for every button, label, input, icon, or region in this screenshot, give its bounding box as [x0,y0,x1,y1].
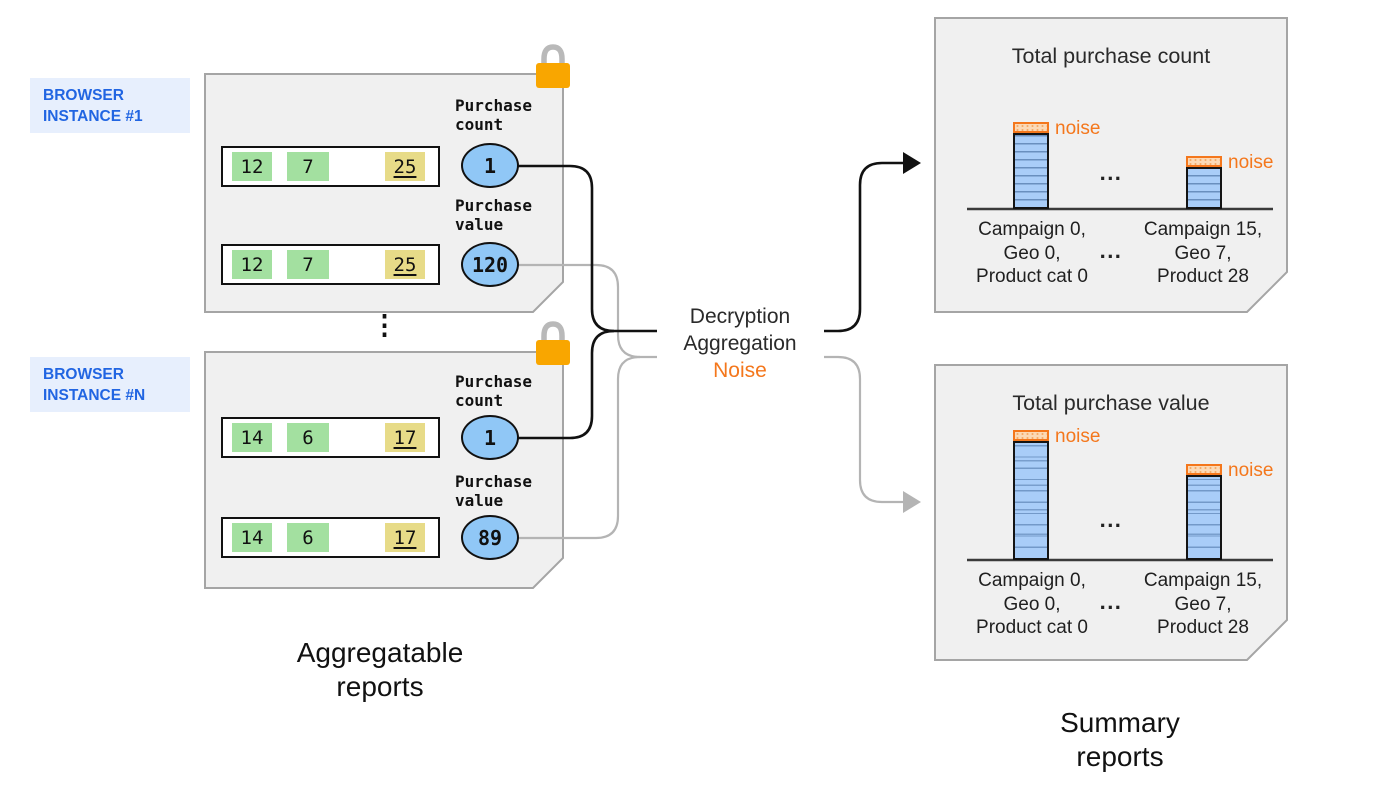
browser-instance-1-label: BROWSER INSTANCE #1 [30,78,190,133]
aggregation-key-row: 14 6 17 [221,517,440,558]
key-cell-highlight: 25 [385,250,425,279]
noise-cap [1013,122,1049,133]
more-bars-ellipsis: ... [1099,507,1123,532]
noise-annotation: noise [1055,118,1101,139]
gray-arrowhead-icon [903,491,921,513]
purchase-count-value: 1 [461,143,519,188]
process-steps: Decryption Aggregation Noise [640,303,840,384]
bar-fill [1013,133,1049,209]
count-chart-bar-1: noise [1013,118,1100,209]
bar-fill [1186,475,1222,560]
bar-fill [1013,441,1049,560]
count-bar1-axis-label: Campaign 0, Geo 0, Product cat 0 [976,219,1088,287]
noise-cap [1186,156,1222,167]
purchase-count-label: Purchase count [455,372,533,410]
purchase-value-value: 120 [461,242,519,287]
key-cell-highlight: 17 [385,523,425,552]
process-step-decryption: Decryption [689,305,791,328]
key-cell: 7 [287,152,329,181]
noise-annotation: noise [1228,152,1274,173]
value-bar2-axis-label: Campaign 15, Geo 7, Product 28 [1143,570,1263,638]
count-chart-title: Total purchase count [1011,44,1211,68]
aggregation-key-row: 12 7 25 [221,146,440,187]
key-cell: 12 [232,250,272,279]
count-connectors [512,161,904,440]
more-bars-ellipsis: ... [1099,160,1123,185]
key-cell-highlight: 25 [385,152,425,181]
key-cell: 6 [287,523,329,552]
key-cell: 7 [287,250,329,279]
browser-instance-n-label: BROWSER INSTANCE #N [30,357,190,412]
purchase-value-label: Purchase value [455,472,533,510]
summary-reports-caption: Summary reports [1060,707,1180,772]
value-chart-bar-1: noise [1013,426,1100,560]
more-instances-ellipsis: ⋮ [371,310,398,340]
purchase-count-label: Purchase count [455,96,533,134]
value-chart-title: Total purchase value [1012,391,1210,415]
key-cell-highlight: 17 [385,423,425,452]
black-arrowhead-icon [903,152,921,174]
key-cell: 6 [287,423,329,452]
aggregation-key-row: 14 6 17 [221,417,440,458]
value-chart-bar-2: noise [1186,460,1273,560]
noise-annotation: noise [1055,426,1101,447]
process-step-aggregation: Aggregation [683,332,797,355]
value-connectors [512,263,904,540]
bar-fill [1186,167,1222,209]
process-step-noise: Noise [713,359,767,382]
purchase-value-label: Purchase value [455,196,533,234]
value-bar1-axis-label: Campaign 0, Geo 0, Product cat 0 [976,570,1088,638]
noise-cap [1013,430,1049,441]
more-labels-ellipsis: ... [1099,238,1123,263]
purchase-value-value: 89 [461,515,519,560]
key-cell: 14 [232,423,272,452]
summary-report-panel-count [934,17,1288,313]
lock-icon [536,321,570,365]
more-labels-ellipsis: ... [1099,589,1123,614]
lock-icon [536,44,570,88]
count-chart-bar-2: noise [1186,152,1273,209]
aggregatable-reports-caption: Aggregatable reports [296,637,464,702]
key-cell: 12 [232,152,272,181]
count-bar2-axis-label: Campaign 15, Geo 7, Product 28 [1143,219,1263,287]
purchase-count-value: 1 [461,415,519,460]
noise-annotation: noise [1228,460,1274,481]
key-cell: 14 [232,523,272,552]
aggregation-key-row: 12 7 25 [221,244,440,285]
noise-cap [1186,464,1222,475]
